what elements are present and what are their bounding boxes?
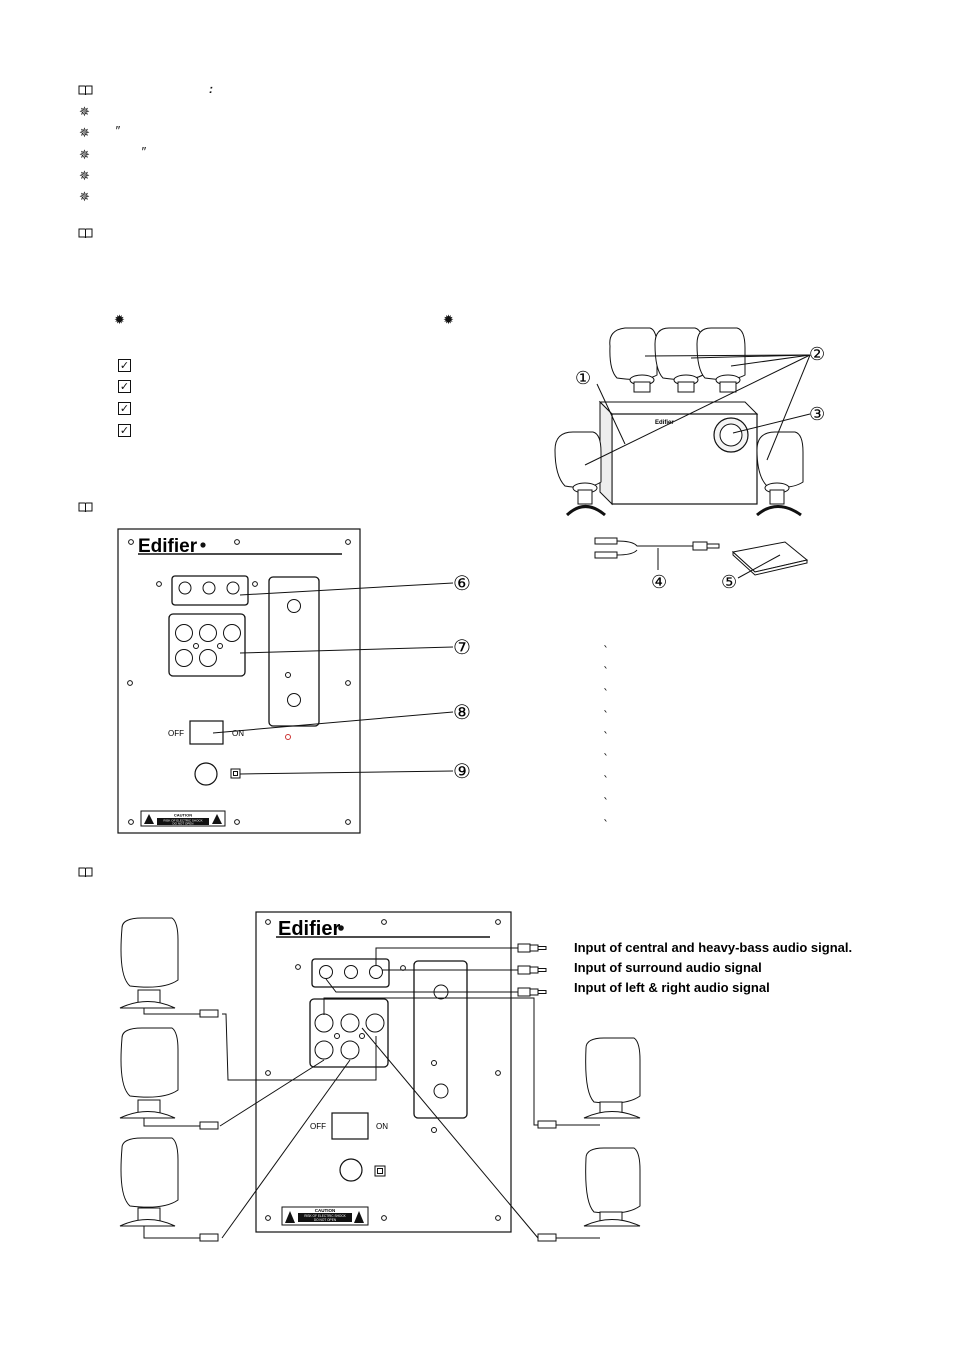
caution-line2: DO NOT OPEN xyxy=(173,822,194,826)
brand-logo-2: Edifier xyxy=(278,918,340,940)
rear-panel-diagram: Edifier OFF ON CAUTION RISK OF ELECTRIC … xyxy=(117,528,471,834)
callout-6: ⑥ xyxy=(453,573,471,595)
checkbox-checked-icon: ✓ xyxy=(118,359,131,372)
switch-on-label-2: ON xyxy=(376,1122,388,1131)
caution-line2-2: DO NOT OPEN xyxy=(314,1218,337,1222)
sparkle-icon: ✹ xyxy=(114,313,125,328)
callout-3: ③ xyxy=(809,404,825,424)
book-icon xyxy=(78,83,93,96)
brand-logo: Edifier xyxy=(138,536,198,557)
tick-mark: ` xyxy=(603,730,609,744)
tick-mark: ` xyxy=(603,774,609,788)
tick-mark: ` xyxy=(603,752,609,766)
quote-mark: ″ xyxy=(115,123,120,138)
switch-off-label: OFF xyxy=(168,729,184,738)
book-icon xyxy=(78,226,93,239)
sparkle-icon: ✵ xyxy=(79,148,90,163)
sparkle-icon: ✵ xyxy=(79,190,90,205)
tick-mark: ` xyxy=(603,687,609,701)
caution-line1: RISK OF ELECTRIC SHOCK xyxy=(163,819,202,823)
book-icon xyxy=(78,865,93,878)
callout-8: ⑧ xyxy=(453,702,471,724)
sparkle-icon: ✵ xyxy=(79,126,90,141)
label-center-bass-input: Input of central and heavy-bass audio si… xyxy=(574,940,852,955)
header-colon: : xyxy=(209,82,213,96)
callout-1: ① xyxy=(575,368,591,388)
caution-title-2: CAUTION xyxy=(315,1208,336,1213)
switch-off-label-2: OFF xyxy=(310,1122,326,1131)
callout-5: ⑤ xyxy=(721,572,737,592)
sparkle-icon: ✵ xyxy=(79,169,90,184)
callout-7: ⑦ xyxy=(453,637,471,659)
tick-mark: ` xyxy=(603,709,609,723)
cabinet-badge: Edifier xyxy=(655,420,674,426)
switch-on-label: ON xyxy=(232,729,244,738)
caution-title: CAUTION xyxy=(174,813,192,818)
tick-mark: ` xyxy=(603,796,609,810)
checkbox-checked-icon: ✓ xyxy=(118,424,131,437)
checkbox-checked-icon: ✓ xyxy=(118,402,131,415)
book-icon xyxy=(78,500,93,513)
callout-4: ④ xyxy=(651,572,667,592)
tick-mark: ` xyxy=(603,644,609,658)
tick-mark: ` xyxy=(603,818,609,832)
connection-diagram: Edifier OFF ON CAUTION RISK OF ELECTRIC … xyxy=(119,911,852,1242)
tick-mark: ` xyxy=(603,665,609,679)
label-surround-input: Input of surround audio signal xyxy=(574,960,762,975)
speaker-system-illustration: Edifier ① ② ③ ④ ⑤ xyxy=(554,327,825,592)
callout-2: ② xyxy=(809,344,825,364)
sparkle-icon: ✹ xyxy=(443,313,454,328)
label-left-right-input: Input of left & right audio signal xyxy=(574,980,770,995)
sparkle-icon: ✵ xyxy=(79,105,90,120)
caution-line1-2: RISK OF ELECTRIC SHOCK xyxy=(304,1214,346,1218)
quote-mark: ″ xyxy=(141,144,146,159)
checkbox-checked-icon: ✓ xyxy=(118,380,131,393)
callout-9: ⑨ xyxy=(453,761,471,783)
